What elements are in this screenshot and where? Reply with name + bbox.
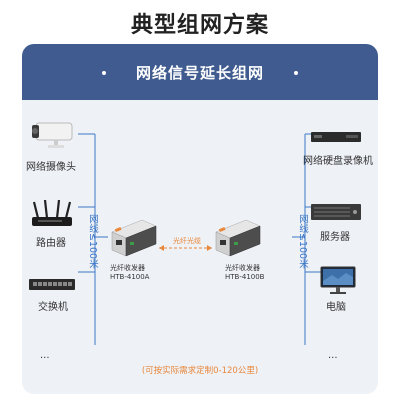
device-label-more-left: ...: [40, 350, 50, 361]
banner-dot-left: [102, 71, 106, 75]
device-label-more-right: ...: [328, 350, 338, 361]
router-icon: [32, 200, 72, 226]
banner-dot-right: [294, 71, 298, 75]
server-icon: [311, 204, 361, 220]
device-label-camera: 网络摄像头: [26, 162, 76, 173]
transceiver-a-icon: [111, 219, 157, 257]
device-label-switch: 交换机: [38, 302, 68, 313]
banner: 网络信号延长组网: [22, 44, 378, 100]
device-label-router: 路由器: [36, 238, 66, 249]
fiber-label: 光纤光缆: [172, 236, 202, 246]
device-label-server: 服务器: [320, 232, 350, 243]
device-label-nvr: 网络硬盘录像机: [303, 156, 373, 167]
transceiver-a-model: HTB-4100A: [110, 273, 150, 281]
transceiver-a-name: 光纤收发器: [110, 264, 145, 272]
transceiver-b-model: HTB-4100B: [225, 273, 265, 281]
banner-title: 网络信号延长组网: [135, 64, 264, 82]
cable-length-left: 网线≤100米: [87, 214, 98, 269]
device-label-computer: 电脑: [326, 302, 346, 313]
transceiver-b-name: 光纤收发器: [225, 264, 260, 272]
camera-icon: [32, 122, 73, 148]
transceiver-b-icon: [215, 219, 261, 257]
switch-icon: [29, 279, 75, 290]
computer-icon: [320, 266, 356, 294]
footnote: (可按实际需求定制0-120公里): [141, 366, 259, 376]
cable-length-right: 网线≤100米: [297, 214, 308, 269]
nvr-icon: [311, 132, 361, 142]
page-title: 典型组网方案: [130, 13, 269, 38]
